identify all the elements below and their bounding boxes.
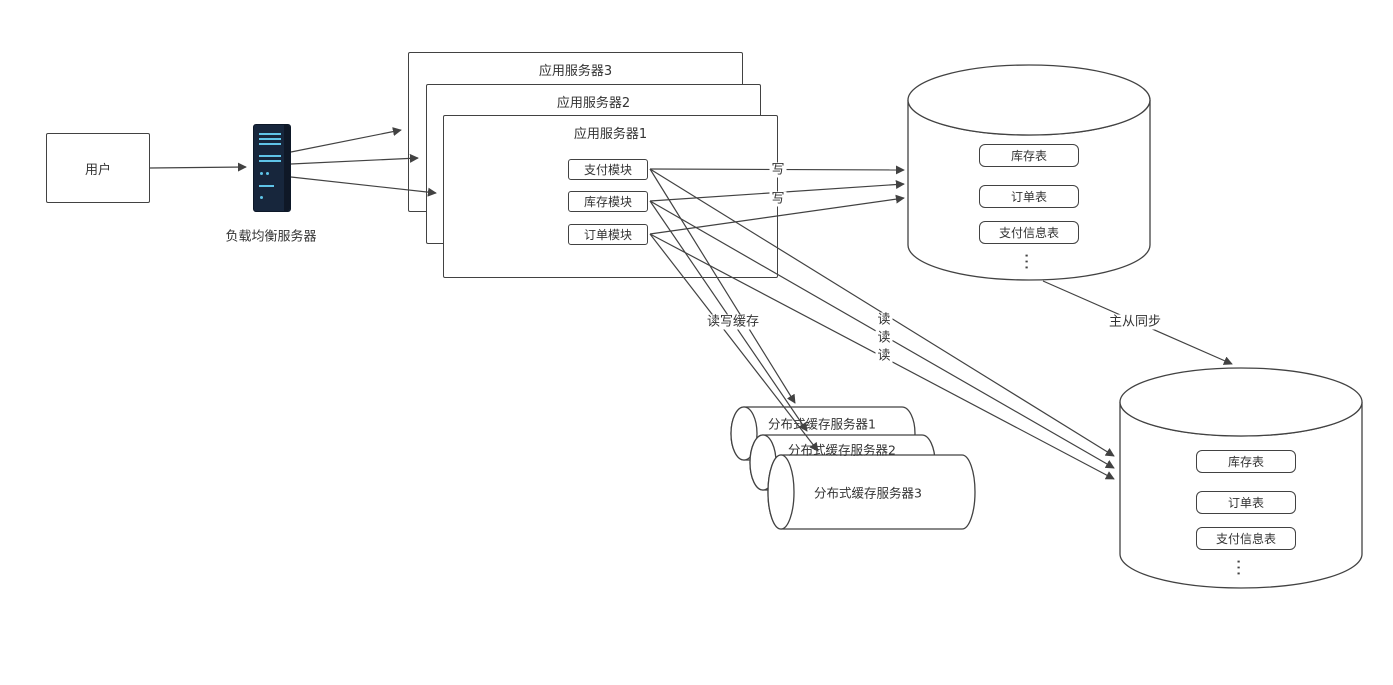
cache-server-1-label: 分布式缓存服务器1 — [768, 416, 876, 432]
edge-label-read-2: 读 — [875, 330, 893, 346]
server-stripe — [259, 155, 281, 157]
order-module-box: 订单模块 — [568, 224, 648, 245]
server-led — [260, 172, 263, 175]
app-server-2-title: 应用服务器2 — [556, 96, 631, 111]
slave-inventory-table: 库存表 — [1196, 450, 1296, 473]
app-server-1-title: 应用服务器1 — [573, 127, 648, 142]
cache-server-3-cap — [767, 454, 795, 530]
master-order-table: 订单表 — [979, 185, 1079, 208]
master-db-cylinder-top — [907, 64, 1151, 136]
server-led — [266, 172, 269, 175]
edge-label-write-1: 写 — [769, 162, 787, 178]
edge-label-cache-rw: 读写缓存 — [704, 314, 762, 330]
server-stripe — [259, 160, 281, 162]
payment-module-box: 支付模块 — [568, 159, 648, 180]
master-payment-info-table: 支付信息表 — [979, 221, 1079, 244]
server-stripe — [259, 138, 281, 140]
app-server-3-title: 应用服务器3 — [538, 64, 613, 79]
edge-label-read-1: 读 — [875, 312, 893, 328]
slave-db-cylinder-top — [1119, 367, 1363, 437]
user-label: 用户 — [84, 162, 111, 178]
server-stripe — [259, 143, 281, 145]
load-balancer-server-icon — [253, 124, 291, 212]
server-stripe — [259, 185, 274, 187]
cache-server-3-label: 分布式缓存服务器3 — [814, 485, 922, 501]
server-led — [260, 196, 263, 199]
edge-label-read-3: 读 — [875, 348, 893, 364]
slave-db-more-dots: … — [1232, 558, 1254, 578]
edge-label-sync: 主从同步 — [1106, 314, 1164, 330]
user-box: 用户 — [46, 133, 150, 203]
slave-order-table: 订单表 — [1196, 491, 1296, 514]
edge-label-write-2: 写 — [769, 191, 787, 207]
inventory-module-box: 库存模块 — [568, 191, 648, 212]
master-inventory-table: 库存表 — [979, 144, 1079, 167]
server-side-shade — [284, 125, 290, 211]
load-balancer-label: 负载均衡服务器 — [225, 229, 317, 245]
server-stripe — [259, 133, 281, 135]
slave-payment-info-table: 支付信息表 — [1196, 527, 1296, 550]
master-db-more-dots: … — [1020, 252, 1042, 272]
cache-server-2-label: 分布式缓存服务器2 — [788, 442, 896, 458]
